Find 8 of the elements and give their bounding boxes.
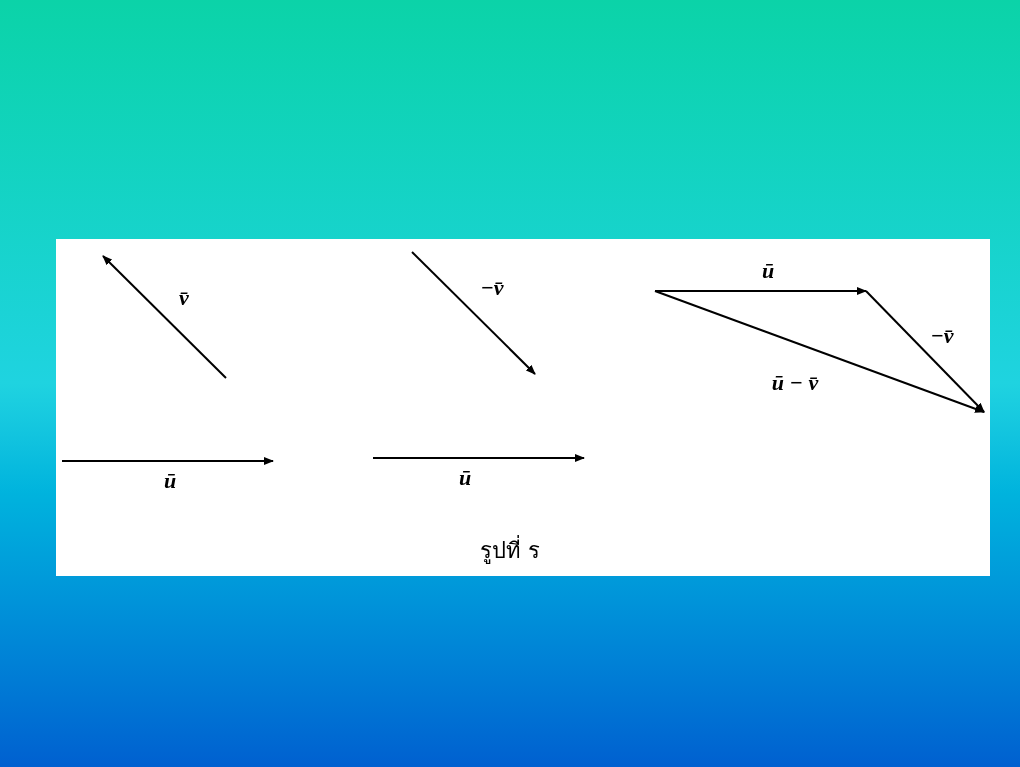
vector-label: −v̄ (480, 273, 504, 302)
vector-label: ū (458, 463, 472, 492)
vector-label: ū − v̄ (771, 368, 819, 397)
figure-caption: รูปที่ ร (480, 534, 540, 566)
vector-label: −v̄ (930, 321, 954, 350)
vector-label: ū (163, 466, 177, 495)
vector-label: v̄ (179, 283, 189, 312)
vector-label: ū (761, 256, 775, 285)
